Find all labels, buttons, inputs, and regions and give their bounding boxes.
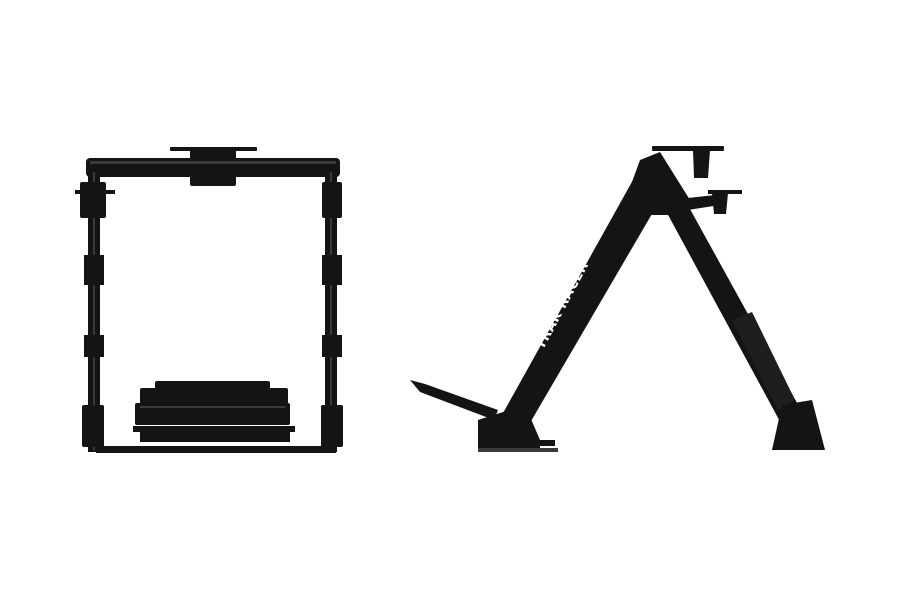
rear-foot [772,400,825,450]
wheel-mount-plate [652,146,724,151]
front-view-stand [75,147,343,453]
top-mount-plate [170,147,257,151]
pedal-tray [133,381,295,442]
side-view-stand: TRAK RACER [410,146,825,452]
top-crossbar [86,158,340,177]
base-bar [96,446,336,453]
shifter-mount-plate [708,190,742,194]
front-leg [488,180,663,440]
pedal-plate [410,380,498,420]
